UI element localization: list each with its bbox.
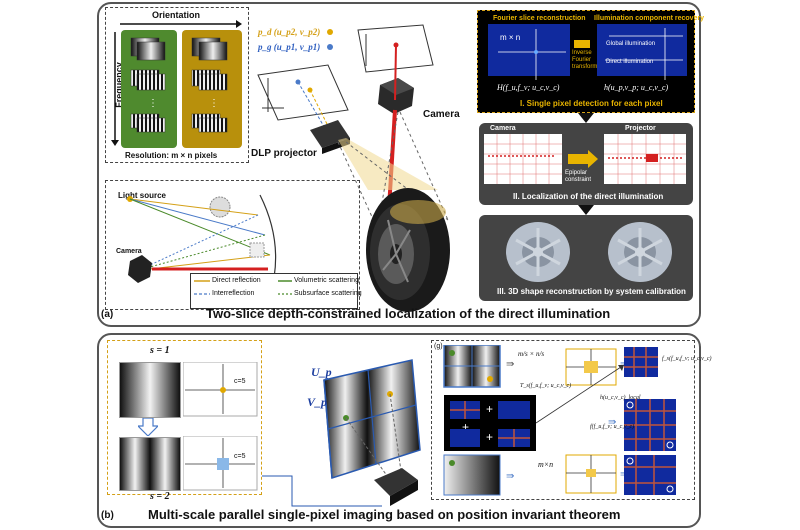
legend-subsurface: Subsurface scattering [294,290,362,297]
svg-text:⋮: ⋮ [148,98,158,109]
projection-illustration [262,359,421,507]
g-tag: (g) [434,343,443,350]
panel-b-caption: Multi-scale parallel single-pixel imagin… [148,507,621,522]
step1-arrow-text: Inverse Fourier transform [572,50,598,70]
pg-dot [327,44,333,50]
step2-caption: II. Localization of the direct illuminat… [513,192,664,201]
step1-arrow [574,40,590,48]
orientation-label: Orientation [152,10,201,20]
step2-projector: Projector [625,125,656,132]
step1-right-map [597,24,687,76]
step1-axes-left [498,29,566,80]
light-source-label: Light source [118,191,167,200]
g-mn: m×n [538,460,554,469]
s1-spectrum [183,362,258,417]
step2-camera: Camera [490,125,516,132]
up-label: U_p [311,365,332,379]
s1-label: s = 1 [150,345,170,356]
panel-a-tag: (a) [101,309,114,320]
ray-diagram-box [105,180,360,310]
g-h-label1: h(u_c,v_c)_local [600,395,641,401]
scale-box [107,340,262,495]
pd-dot [327,29,333,35]
step1-global: Global illumination [606,41,656,47]
resolution-label: Resolution: m × n pixels [125,151,218,160]
svg-text:⇛: ⇛ [608,417,616,428]
g-t-label: T_s(f_u,f_v; u_c,v_c) [520,383,572,389]
step3-caption: III. 3D shape reconstruction by system c… [497,287,686,296]
camera-label: Camera [423,109,460,120]
step1-mxn: m × n [500,33,521,42]
svg-text:+: + [486,402,493,416]
step1-direct: Direct illumination [606,59,654,65]
g-box [431,340,695,500]
step1-h-left: H(f_u,f_v; u_c,v_c) [497,83,560,92]
step1-left-title: Fourier slice reconstruction [493,15,586,22]
svg-text:+: + [486,430,493,444]
c2-label: c=5 [234,453,246,460]
pg-label: p_g (u_p1, v_p1) [258,42,321,52]
s2-pattern [119,437,181,491]
scene-illustration [257,24,450,312]
vp-label: V_p [307,395,328,409]
legend-box [190,273,358,309]
step1-left-map [488,24,570,76]
svg-text:⇛: ⇛ [506,471,514,482]
camera-small-label: Camera [116,248,142,255]
arrow-1-2 [578,113,594,123]
step2-arrow-text: Epipolar constraint [565,170,592,183]
legend-direct: Direct reflection [212,277,261,284]
svg-text:+: + [462,420,469,434]
svg-text:⋮: ⋮ [209,98,219,109]
frequency-arrow [111,32,119,146]
g-f-label: f_s(f_u,f_v; u_c,v_c) [662,356,712,362]
panel-b-tag: (b) [101,510,114,521]
step2-grids [484,134,686,184]
svg-text:⇛: ⇛ [506,359,514,370]
arrow-2-3 [578,205,594,215]
step1-caption: I. Single pixel detection for each pixel [520,99,663,108]
dlp-projector-label: DLP projector [251,148,317,159]
legend-swatches [194,280,292,295]
scale-arrow [138,418,158,436]
g-diagram: ⇛ ⇛ + + + ⇛ ⇛ ⇛ [443,345,676,496]
step3-wheels [506,222,672,282]
panel-a-caption: Two-slice depth-constrained localization… [206,306,611,321]
step1-right-title: Illumination component recovery [594,15,705,22]
g-h-label2: f(f_u,f_v; u_c,v_c) [590,424,635,430]
ray-diagram [127,194,277,296]
orientation-arrow [120,20,242,28]
pattern-box [105,7,249,163]
pd-label: p_d (u_p2, v_p2) [258,27,321,37]
step1-axes-right [605,28,683,80]
pattern-stacks: ⋮ ⋮ [130,37,228,133]
s2-label: s = 2 [150,491,170,502]
g-frac: m/s × n/s [518,350,545,358]
step1-h-right: h(u_p,v_p; u_c,v_c) [604,83,669,92]
legend-volumetric: Volumetric scattering [294,277,359,284]
s1-pattern [119,362,181,418]
legend-inter: Interreflection [212,290,255,297]
c1-label: c=5 [234,378,246,385]
s2-spectrum [183,436,258,491]
